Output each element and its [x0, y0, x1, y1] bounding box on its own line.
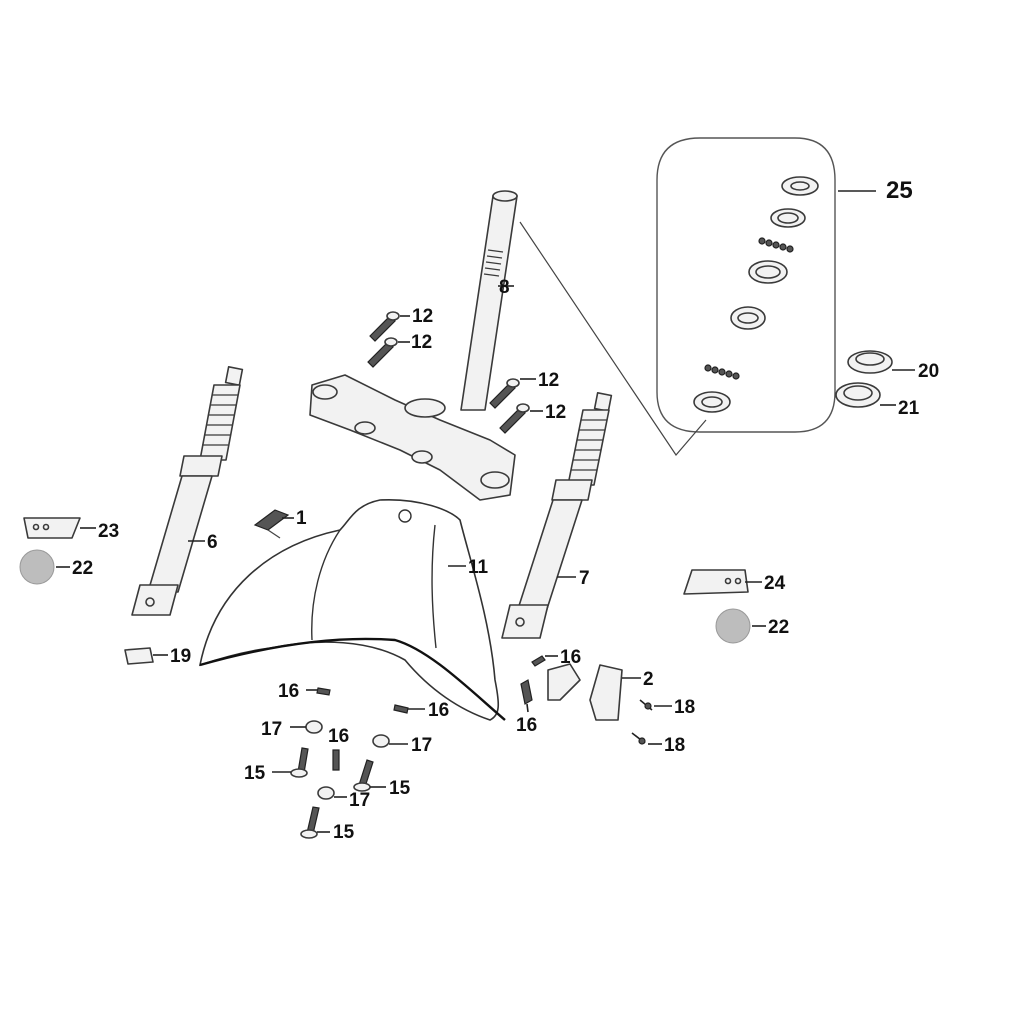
callout-18-a: 18 [674, 697, 695, 718]
plug-22-right [715, 608, 766, 644]
clip-19 [124, 647, 168, 665]
callout-22-left: 22 [72, 558, 93, 579]
callout-18-b: 18 [664, 735, 685, 756]
callout-1: 1 [296, 508, 307, 529]
bracket-23 [23, 517, 96, 539]
callout-15-b: 15 [389, 778, 411, 799]
bolt-12-c [489, 378, 536, 409]
guide-2 [547, 663, 641, 721]
callout-15-c: 15 [333, 822, 355, 843]
bolt-16-d [393, 704, 425, 714]
callout-7: 7 [579, 568, 590, 589]
callout-12-d: 12 [545, 402, 566, 423]
callout-17-a: 17 [261, 719, 282, 740]
bolt-15-b [353, 759, 386, 792]
steering-stem [460, 190, 518, 411]
callout-16-e: 16 [328, 726, 349, 747]
callout-11: 11 [468, 557, 489, 578]
callout-2: 2 [643, 669, 654, 690]
callout-24: 24 [764, 573, 786, 594]
bolt-16-c [306, 687, 331, 696]
callout-21: 21 [898, 398, 920, 419]
callout-16-b: 16 [516, 715, 537, 736]
callout-17-b: 17 [411, 735, 432, 756]
callout-25: 25 [886, 177, 913, 204]
screw-18-b [631, 732, 662, 745]
callout-15-a: 15 [244, 763, 266, 784]
bracket-24 [683, 569, 762, 595]
fork-leg-right [501, 392, 613, 639]
callout-12-a: 12 [412, 306, 433, 327]
bearing-kit-group [519, 137, 876, 456]
bolt-12-a [369, 311, 410, 342]
bolt-16-b [520, 679, 533, 713]
bolt-15-a [272, 747, 309, 778]
callout-23: 23 [98, 521, 119, 542]
callout-12-c: 12 [538, 370, 559, 391]
clip-1 [253, 509, 294, 539]
triple-clamp [309, 374, 516, 501]
race-ring-21 [835, 382, 896, 408]
screw-18-a [639, 699, 672, 711]
bolt-16-a [531, 655, 558, 667]
callout-19: 19 [170, 646, 191, 667]
bolt-15-c [300, 806, 330, 839]
bolt-16-e [332, 749, 340, 771]
callout-6: 6 [207, 532, 218, 553]
nut-17-c [317, 786, 347, 800]
callout-20: 20 [918, 361, 939, 382]
nut-17-b [372, 734, 408, 748]
callout-17-c: 17 [349, 790, 370, 811]
callout-16-d: 16 [428, 700, 449, 721]
callout-8: 8 [499, 277, 510, 298]
nut-17-a [290, 720, 323, 734]
race-ring-20 [847, 350, 915, 374]
callout-16-a: 16 [560, 647, 581, 668]
plug-22-left [19, 549, 70, 585]
callout-12-b: 12 [411, 332, 432, 353]
bolt-12-b [367, 337, 410, 368]
fork-leg-left [131, 366, 244, 616]
callout-16-c: 16 [278, 681, 299, 702]
bearing-stack [693, 176, 819, 413]
bolt-12-d [499, 403, 543, 434]
callout-22-right: 22 [768, 617, 789, 638]
front-fender [198, 499, 506, 721]
